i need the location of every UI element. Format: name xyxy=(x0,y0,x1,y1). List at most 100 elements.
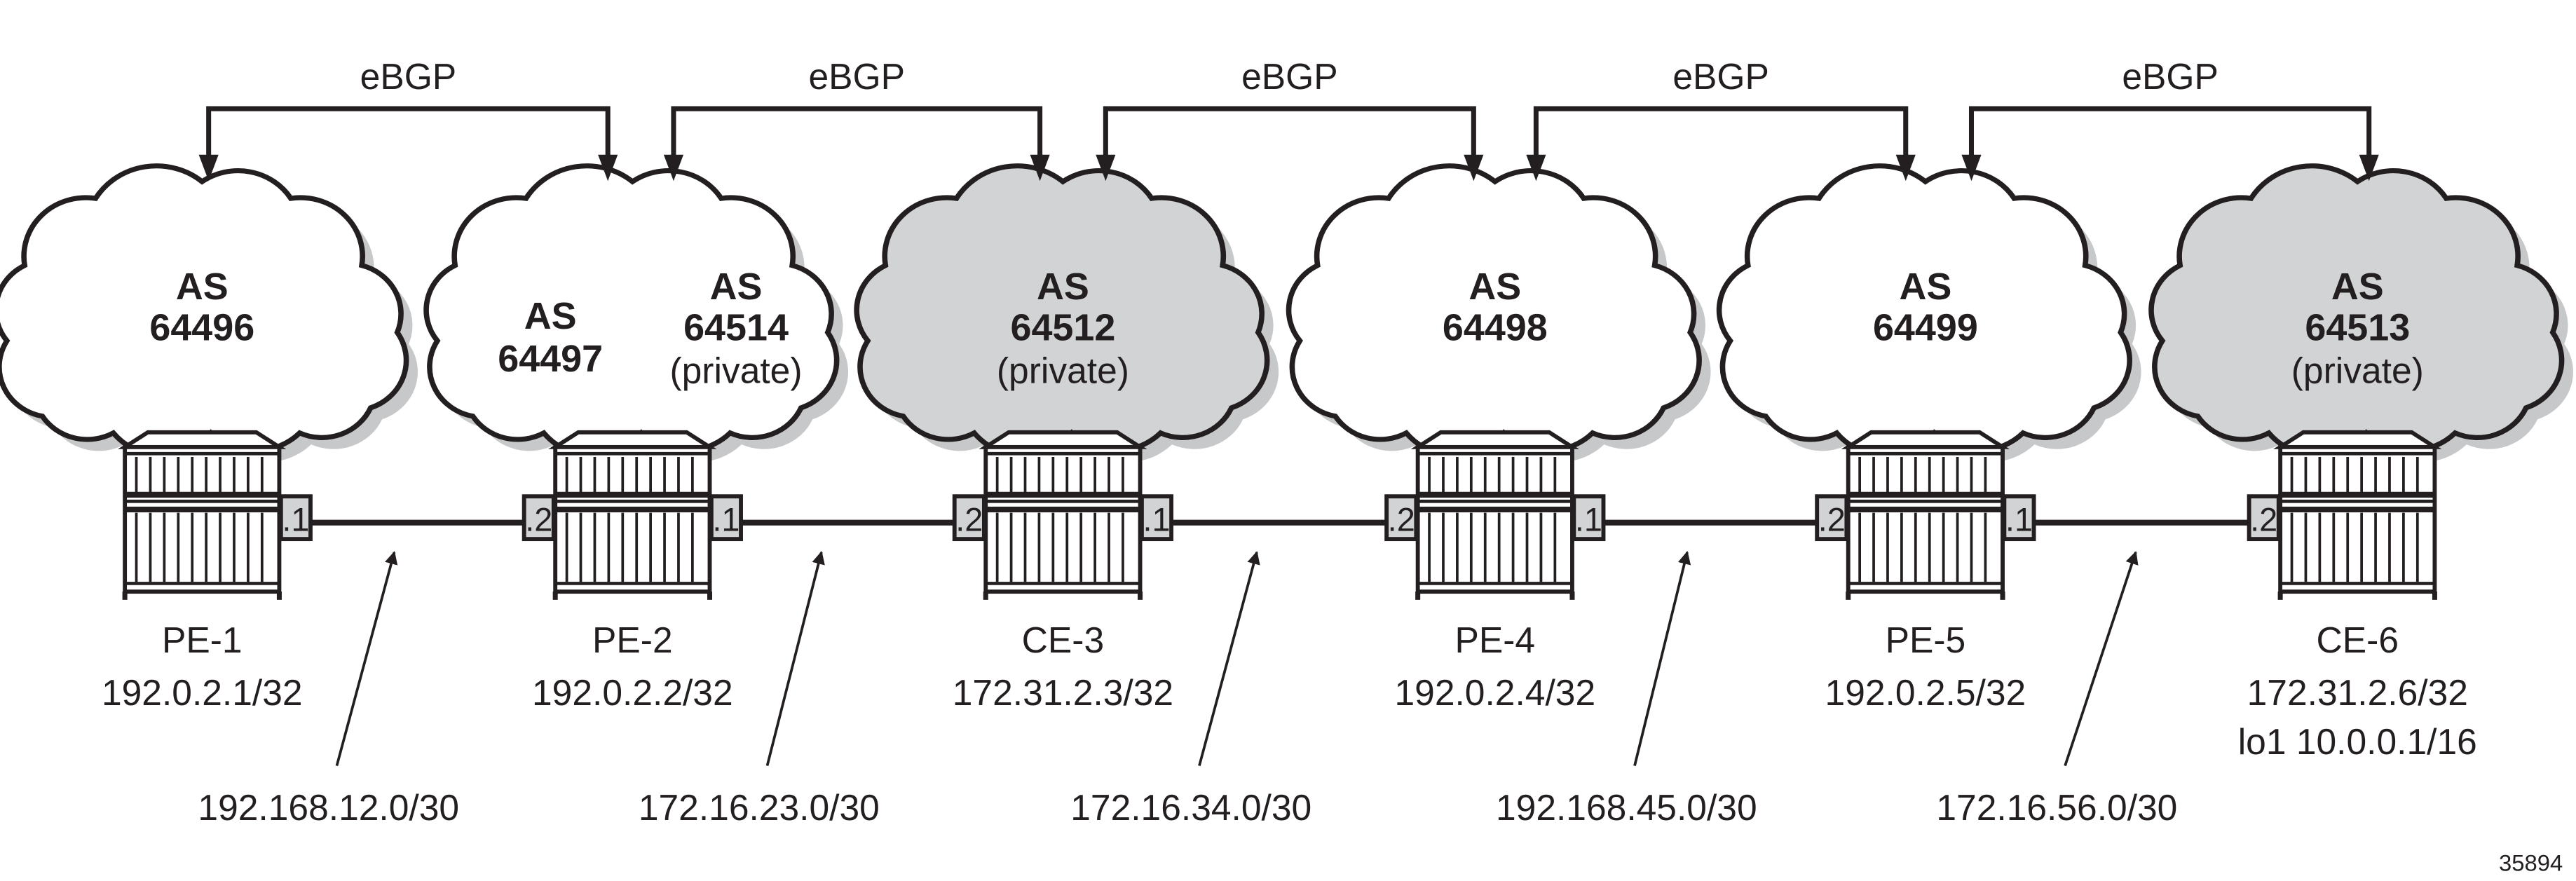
arrow-head-icon xyxy=(1030,154,1050,182)
subnet-label: 172.16.34.0/30 xyxy=(1070,787,1311,828)
as-private-note: (private) xyxy=(997,350,1129,390)
router-name: CE-3 xyxy=(1022,620,1104,660)
router-icon xyxy=(2247,430,2442,600)
router-system-ip: 192.0.2.1/32 xyxy=(102,672,303,713)
router-top xyxy=(1841,430,2010,449)
figure-id: 35894 xyxy=(2499,850,2563,876)
router-icon xyxy=(952,430,1174,600)
subnet-pointer-arrow xyxy=(2064,551,2139,767)
as-number: 64498 xyxy=(1443,307,1548,349)
as-number: 64499 xyxy=(1873,307,1978,349)
ebgp-bracket xyxy=(671,106,1043,172)
interface-address: .2 xyxy=(955,501,983,538)
router-name: PE-5 xyxy=(1886,620,1966,660)
as-number: 64513 xyxy=(2305,307,2410,349)
interface-address: .2 xyxy=(1388,501,1415,538)
as-number: 64512 xyxy=(1010,307,1115,349)
router-icon xyxy=(1384,430,1606,600)
arrow-head-icon xyxy=(1961,154,1982,182)
as-cloud-64513 xyxy=(2151,165,2562,456)
ebgp-label: eBGP xyxy=(2122,56,2219,97)
subnet-label: 172.16.23.0/30 xyxy=(639,787,880,828)
router-body xyxy=(1415,444,1574,594)
router-top xyxy=(548,430,717,449)
as-private-note: (private) xyxy=(669,350,802,390)
interface-address: .2 xyxy=(525,501,552,538)
ebgp-bracket xyxy=(206,106,611,172)
ebgp-label: eBGP xyxy=(1672,56,1769,97)
interface-box xyxy=(1384,494,1419,542)
router-body xyxy=(123,444,282,594)
as-label: AS xyxy=(1037,266,1089,308)
router-icon xyxy=(1815,430,2036,600)
router-name: PE-2 xyxy=(592,620,673,660)
as-cloud-64512 xyxy=(857,165,1267,456)
interface-box xyxy=(2002,494,2036,542)
interface-box xyxy=(952,494,986,542)
as-label: AS xyxy=(524,295,577,337)
subnet-label: 172.16.56.0/30 xyxy=(1936,787,2177,828)
arrow-head-icon xyxy=(1464,154,1484,182)
interface-address: .1 xyxy=(1575,501,1602,538)
interface-box xyxy=(2247,494,2281,542)
arrow-head-icon xyxy=(1096,154,1116,182)
interface-address: .1 xyxy=(282,501,309,538)
subnet-pointer-arrow xyxy=(765,551,825,767)
arrow-head-icon xyxy=(598,154,618,182)
labels: AS64496PE-1192.0.2.1/32AS64497AS64514(pr… xyxy=(102,56,2563,876)
routers xyxy=(118,430,2442,600)
ebgp-sessions xyxy=(198,106,2379,182)
ebgp-bracket xyxy=(1103,106,1476,172)
router-system-ip: 172.31.2.6/32 xyxy=(2247,672,2468,713)
interface-box xyxy=(522,494,556,542)
router-name: PE-4 xyxy=(1455,620,1536,660)
as-number: 64496 xyxy=(149,307,254,349)
ebgp-label: eBGP xyxy=(1241,56,1338,97)
as-private-note: (private) xyxy=(2291,350,2424,390)
as-label: AS xyxy=(2331,266,2384,308)
ebgp-label: eBGP xyxy=(360,56,457,97)
ebgp-bracket xyxy=(1533,106,1909,172)
router-body xyxy=(553,444,712,594)
as-cloud-64499 xyxy=(1719,165,2130,456)
as-number: 64497 xyxy=(498,338,603,380)
as-label: AS xyxy=(710,266,763,308)
router-top xyxy=(979,430,1147,449)
subnet-label: 192.168.45.0/30 xyxy=(1496,787,1757,828)
arrow-head-icon xyxy=(198,154,219,182)
interface-box xyxy=(709,494,743,542)
as-clouds xyxy=(0,163,2573,467)
arrow-head-icon xyxy=(1895,154,1916,182)
as-cloud-64498 xyxy=(1288,165,1700,456)
interface-box xyxy=(1815,494,1849,542)
router-system-ip: 172.31.2.3/32 xyxy=(953,672,1173,713)
as-label: AS xyxy=(1899,266,1951,308)
interface-address: .1 xyxy=(2005,501,2033,538)
interface-box xyxy=(278,494,313,542)
subnet-label: 192.168.12.0/30 xyxy=(198,787,459,828)
subnet-pointer-arrow xyxy=(1198,551,1260,767)
router-icon xyxy=(118,430,313,600)
interface-address: .1 xyxy=(712,501,740,538)
router-name: PE-1 xyxy=(162,620,243,660)
interface-address: .2 xyxy=(2250,501,2277,538)
as-label: AS xyxy=(1468,266,1521,308)
ebgp-bracket xyxy=(1968,106,2372,172)
router-name: CE-6 xyxy=(2317,620,2399,660)
router-loopback: lo1 10.0.0.1/16 xyxy=(2238,721,2477,762)
as-cloud-64497 xyxy=(426,165,837,456)
arrow-head-icon xyxy=(2359,154,2379,182)
arrow-head-icon xyxy=(1526,154,1546,182)
interface-box xyxy=(1572,494,1606,542)
router-body xyxy=(983,444,1143,594)
links xyxy=(308,519,2251,767)
router-body xyxy=(1846,444,2005,594)
router-top xyxy=(1410,430,1579,449)
router-system-ip: 192.0.2.4/32 xyxy=(1394,672,1595,713)
router-body xyxy=(2278,444,2437,594)
interface-box xyxy=(1139,494,1174,542)
as-cloud-64496 xyxy=(0,165,407,456)
as-number: 64514 xyxy=(683,307,789,349)
interface-address: .2 xyxy=(1818,501,1846,538)
as-label: AS xyxy=(176,266,229,308)
